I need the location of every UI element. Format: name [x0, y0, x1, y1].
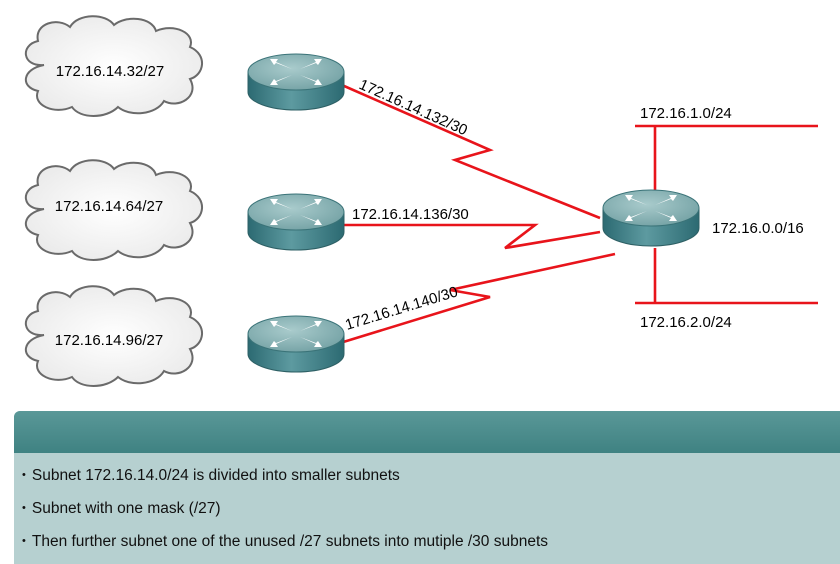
core-router-label: 172.16.0.0/16	[712, 220, 804, 237]
router-3	[247, 315, 345, 373]
serial-link-3	[339, 252, 616, 345]
router-2	[247, 193, 345, 251]
lan-top-label: 172.16.1.0/24	[640, 105, 732, 122]
serial-link-label: 172.16.14.136/30	[352, 206, 469, 223]
serial-link-label: 172.16.14.140/30	[343, 283, 460, 333]
serial-link-2	[340, 223, 601, 250]
info-bullet: Subnet with one mask (/27)	[14, 492, 840, 525]
network-cloud-label: 172.16.14.32/27	[56, 63, 164, 80]
info-bullet: Subnet 172.16.14.0/24 is divided into sm…	[14, 459, 840, 492]
lan-bottom-label: 172.16.2.0/24	[640, 314, 732, 331]
network-cloud-label: 172.16.14.64/27	[55, 198, 163, 215]
info-bullet: Then further subnet one of the unused /2…	[14, 525, 840, 558]
info-panel-header	[14, 411, 840, 453]
router-1	[247, 53, 345, 111]
serial-link-label: 172.16.14.132/30	[356, 76, 470, 139]
core-router	[602, 189, 700, 247]
info-panel: Subnet 172.16.14.0/24 is divided into sm…	[14, 411, 840, 564]
serial-link-1	[334, 80, 601, 220]
network-cloud-label: 172.16.14.96/27	[55, 332, 163, 349]
info-bullet-list: Subnet 172.16.14.0/24 is divided into sm…	[14, 453, 840, 558]
